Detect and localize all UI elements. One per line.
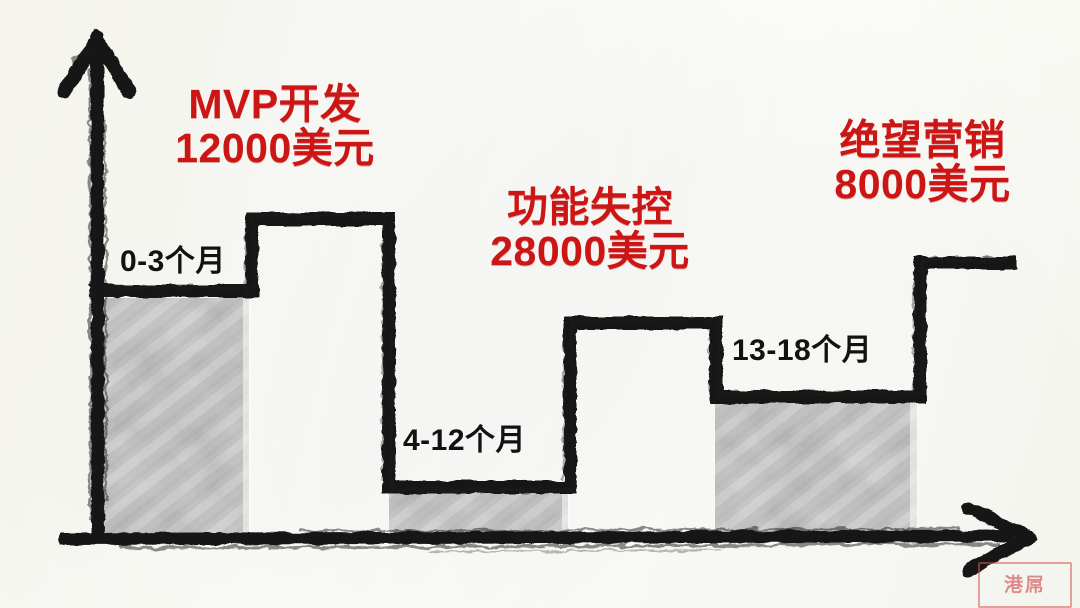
period-label-13-18-months: 13-18个月	[732, 334, 873, 367]
cost-callout-mvp: MVP开发 12000美元	[155, 82, 395, 171]
cost-callout-feature-creep: 功能失控 28000美元	[465, 185, 715, 274]
cost-callout-mvp-title: MVP开发	[188, 81, 362, 127]
cost-callout-marketing: 绝望营销 8000美元	[805, 118, 1040, 207]
cost-callout-feature-creep-amount: 28000美元	[490, 228, 690, 275]
period-label-4-12-months: 4-12个月	[403, 424, 527, 457]
cost-callout-marketing-amount: 8000美元	[834, 161, 1011, 208]
cost-callout-marketing-title: 绝望营销	[839, 117, 1006, 163]
cost-callout-feature-creep-title: 功能失控	[507, 184, 673, 230]
seal-watermark: 港屌	[978, 562, 1072, 608]
period-label-0-3-months: 0-3个月	[120, 245, 226, 278]
cost-callout-mvp-amount: 12000美元	[175, 125, 375, 172]
